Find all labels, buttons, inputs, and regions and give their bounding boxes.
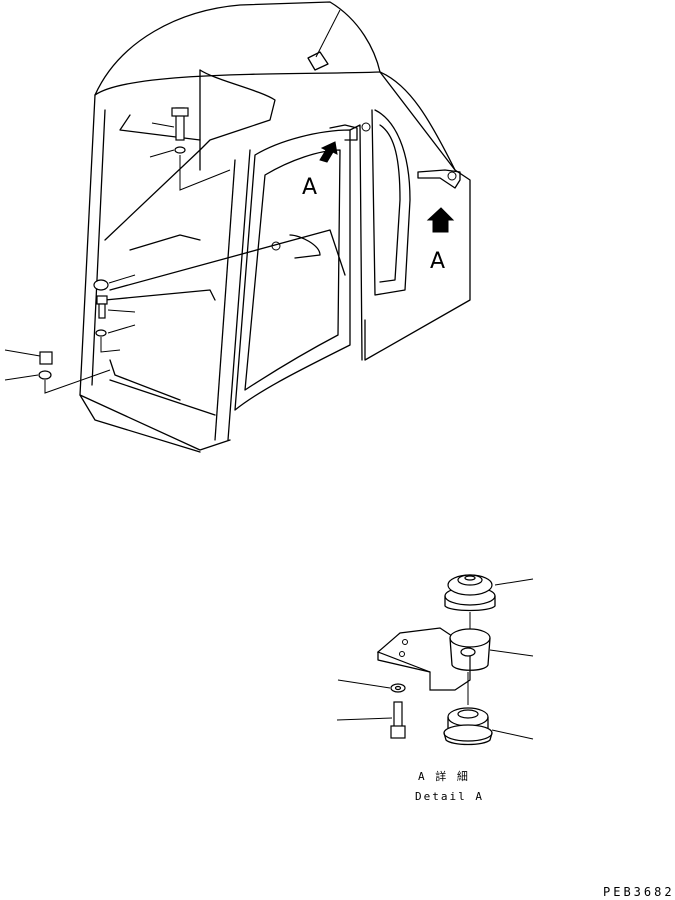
detail-a-assembly: A 詳 細 Detail A	[336, 574, 534, 803]
view-label-a-right: A	[430, 249, 445, 274]
bolt-callouts-upper	[149, 107, 231, 191]
detail-title-jp: A 詳 細	[418, 769, 470, 783]
view-arrow-a-left: A	[302, 122, 371, 200]
operator-cab	[79, 1, 471, 453]
bolt-callouts-lower	[4, 274, 136, 394]
detail-title-en: Detail A	[415, 790, 484, 803]
view-label-a-left: A	[302, 175, 317, 200]
drawing-code: PEB3682	[603, 885, 675, 899]
view-arrow-a-right: A	[417, 169, 461, 274]
